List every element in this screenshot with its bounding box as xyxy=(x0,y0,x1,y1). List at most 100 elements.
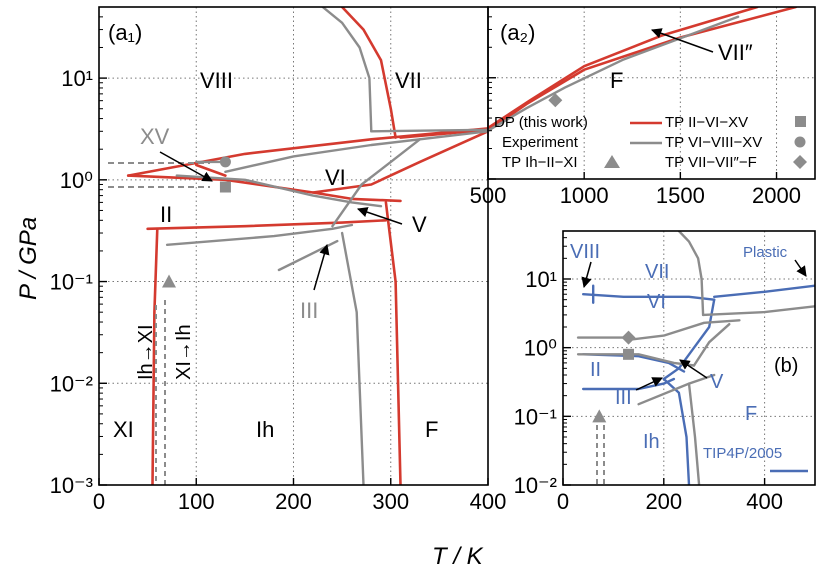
xtick-label-b-2: 400 xyxy=(746,489,783,514)
ylabel-left: P / GPa xyxy=(15,217,42,300)
ytick-label-b--2: 10⁻² xyxy=(514,473,557,498)
series-b-9 xyxy=(627,319,741,341)
series-a1-14 xyxy=(165,223,354,246)
ytick-label-a1-1: 10¹ xyxy=(61,66,93,91)
legend-tp-vii: TP VII−VII″−F xyxy=(665,154,757,171)
series-b-2 xyxy=(662,298,716,381)
legend-triangle-marker xyxy=(604,155,620,168)
xtick-label-a2-3: 2000 xyxy=(752,183,801,208)
legend-tp-ii: TP II−VI−XV xyxy=(665,114,748,131)
series-a1-2 xyxy=(126,127,488,177)
series-b-1 xyxy=(713,284,815,298)
marker-diamond-a2-0 xyxy=(548,93,563,108)
legend-tp-vi: TP VI−VIII−XV xyxy=(665,134,762,151)
xtick-label-a1-1: 100 xyxy=(178,489,215,514)
ytick-label-a1--3: 10⁻³ xyxy=(50,473,93,498)
phase-label-vii-b: VII xyxy=(645,261,669,283)
series-a2-2 xyxy=(488,15,740,132)
phase-label-iii-b: III xyxy=(615,387,632,409)
phase-label-vii2-a2: VII″ xyxy=(718,40,753,65)
legend-square-marker xyxy=(795,116,806,127)
ticks-a2: 500 1000 1500 2000 xyxy=(470,6,801,208)
callout-xi-ih: XI→Ih xyxy=(173,324,195,380)
arrow-v xyxy=(357,207,403,225)
lines-a2 xyxy=(488,7,798,132)
arrow-plastic xyxy=(794,259,807,277)
series-a1-4 xyxy=(311,130,488,194)
marker-circle-a1-0 xyxy=(219,156,231,168)
phase-label-ii-b: II xyxy=(590,359,601,381)
legend-dp: DP (this work) xyxy=(494,114,588,131)
ytick-label-b-1: 10¹ xyxy=(525,267,557,292)
panel-label-a2: (a₂) xyxy=(500,20,535,45)
legend-exp: Experiment xyxy=(502,134,579,151)
series-a1-15 xyxy=(340,231,365,485)
ytick-label-b--1: 10⁻¹ xyxy=(514,404,557,429)
panel-label-b: (b) xyxy=(774,355,798,377)
series-a1-9 xyxy=(321,7,373,133)
xtick-label-a2-2: 1500 xyxy=(656,183,705,208)
phase-label-ih-a1: Ih xyxy=(256,417,274,442)
callout-plastic: Plastic xyxy=(743,244,788,261)
arrow-iii xyxy=(313,243,330,291)
callout-xv: XV xyxy=(140,124,170,149)
xtick-label-b-1: 200 xyxy=(645,489,682,514)
marker-triangle-a1-2 xyxy=(162,274,177,288)
phase-label-xi-a1: XI xyxy=(113,417,134,442)
phase-label-f-a1: F xyxy=(425,417,438,442)
ytick-label-a1--1: 10⁻¹ xyxy=(50,270,93,295)
phase-label-ih-b: Ih xyxy=(643,431,660,453)
series-b-4 xyxy=(582,377,676,391)
ytick-label-a1-0: 10⁰ xyxy=(60,168,93,193)
xtick-label-b-0: 0 xyxy=(557,489,569,514)
panel-a2: 500 1000 1500 2000 (a₂) F VII″ DP (this wor… xyxy=(470,6,816,208)
phase-label-vi-b: VI xyxy=(647,291,666,313)
grid-b xyxy=(563,231,815,485)
series-a1-6 xyxy=(151,227,159,485)
series-b-11 xyxy=(692,323,731,367)
arrow-iii-b xyxy=(635,377,663,391)
grid-a2 xyxy=(488,7,815,179)
series-b-7 xyxy=(677,231,705,317)
markers-a2 xyxy=(548,93,563,108)
markers-a1 xyxy=(108,156,231,485)
phase-label-viii-b: VIII xyxy=(570,241,600,263)
ticks-b: 0 200 400 10⁻² 10⁻¹ 10⁰ 10¹ xyxy=(514,230,783,514)
marker-square-b-1 xyxy=(623,348,635,360)
legend-tip4p-label: TIP4P/2005 xyxy=(703,445,782,462)
series-a1-12 xyxy=(175,174,383,208)
xtick-label-a1-4: 400 xyxy=(470,489,507,514)
series-b-5 xyxy=(662,377,691,485)
series-a1-13 xyxy=(331,138,422,228)
marker-square-a1-1 xyxy=(219,181,231,193)
phase-label-vi-a1: VI xyxy=(325,165,346,190)
series-a1-8 xyxy=(195,163,227,177)
callout-iii: III xyxy=(300,298,318,323)
xtick-label-a1-2: 200 xyxy=(275,489,312,514)
series-a1-5 xyxy=(146,219,388,231)
xtick-label-a1-3: 300 xyxy=(372,489,409,514)
series-a1-7 xyxy=(384,201,402,485)
legend-tp-ih: TP Ih−II−XI xyxy=(502,154,578,171)
phase-label-viii-a1: VIII xyxy=(200,68,233,93)
xtick-label-a2-1: 1000 xyxy=(560,183,609,208)
series-a1-10 xyxy=(370,128,488,133)
xtick-label-a2-0: 500 xyxy=(470,183,507,208)
lines-a1 xyxy=(126,7,488,485)
arrow-xv xyxy=(159,151,213,182)
series-b-13 xyxy=(687,382,701,485)
legend-circle-marker xyxy=(794,136,806,148)
phase-label-f-a2: F xyxy=(610,68,623,93)
series-a2-0 xyxy=(488,7,798,132)
ytick-label-a1--2: 10⁻² xyxy=(50,371,93,396)
markers-b xyxy=(592,330,636,485)
ytick-label-b-0: 10⁰ xyxy=(524,336,557,361)
arrow-viii-b xyxy=(581,261,592,289)
series-a1-16 xyxy=(277,239,339,272)
phase-label-ii-a1: II xyxy=(160,202,172,227)
series-a1-11 xyxy=(224,130,488,173)
phase-label-v-b: V xyxy=(710,371,724,393)
